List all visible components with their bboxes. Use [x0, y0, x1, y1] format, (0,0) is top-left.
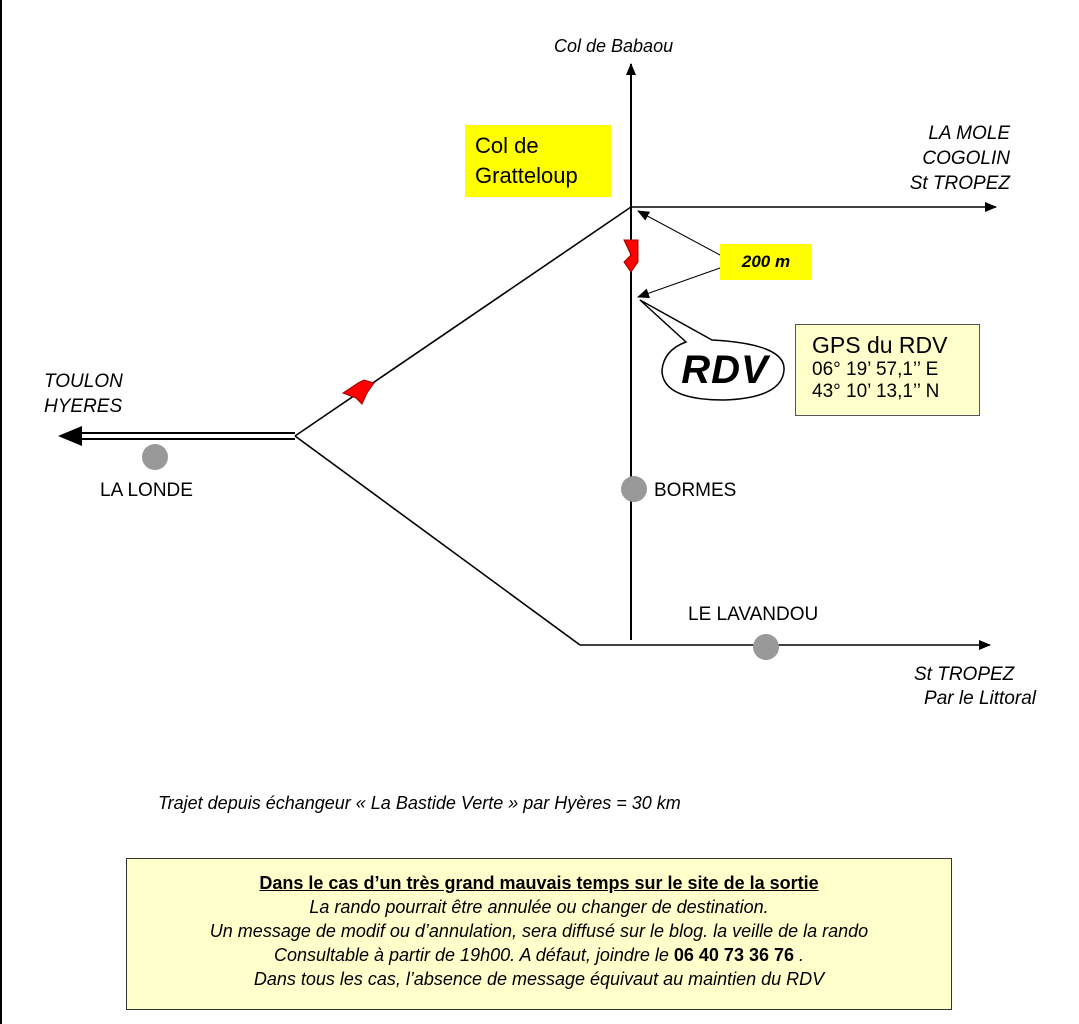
- frame-border: [0, 0, 2, 1024]
- label-col-de-babaou: Col de Babaou: [554, 36, 674, 56]
- direction-marker-diagonal: [341, 379, 375, 405]
- label-le-lavandou: LE LAVANDOU: [688, 604, 819, 625]
- notice-title: Dans le cas d’un très grand mauvais temp…: [259, 873, 819, 893]
- weather-notice: Dans le cas d’un très grand mauvais temp…: [126, 858, 952, 1010]
- label-la-mole: LA MOLE COGOLIN St TROPEZ: [880, 121, 1010, 196]
- label-toulon-hyeres: TOULON HYERES: [44, 369, 123, 419]
- gps-box: GPS du RDV 06° 19’ 57,1’’ E 43° 10’ 13,1…: [795, 324, 980, 416]
- gps-latitude: 43° 10’ 13,1’’ N: [812, 381, 940, 402]
- road-to-coast: [294, 435, 581, 646]
- town-dot-bormes: [621, 476, 647, 502]
- st-tropez-line2: Par le Littoral: [924, 688, 1036, 709]
- label-col-de-gratteloup: Col de Gratteloup: [465, 125, 611, 197]
- notice-line4: Dans tous les cas, l’absence de message …: [253, 969, 825, 989]
- notice-phone[interactable]: 06 40 73 36 76: [673, 945, 795, 965]
- col-gratteloup-line2: Gratteloup: [475, 163, 578, 188]
- road-to-col: [294, 206, 632, 437]
- rdv-label: RDV: [681, 348, 769, 392]
- notice-line1: La rando pourrait être annulée ou change…: [309, 897, 769, 917]
- label-la-londe: LA LONDE: [100, 480, 193, 501]
- notice-line3: Consultable à partir de 19h00. A défaut,…: [127, 943, 951, 967]
- town-dot-la-londe: [142, 444, 168, 470]
- direction-marker-vertical: [623, 239, 639, 273]
- notice-line2: Un message de modif ou d’annulation, ser…: [209, 921, 869, 941]
- la-mole-line1: LA MOLE: [928, 123, 1010, 144]
- trajet-note: Trajet depuis échangeur « La Bastide Ver…: [158, 793, 681, 813]
- town-dot-le-lavandou: [753, 634, 779, 660]
- notice-line3-prefix: Consultable à partir de 19h00. A défaut,…: [273, 945, 674, 965]
- gps-title: GPS du RDV: [812, 332, 948, 358]
- notice-line3-suffix: .: [794, 945, 805, 965]
- arrow-head-toulon: [58, 426, 82, 446]
- col-gratteloup-line1: Col de: [475, 133, 539, 158]
- toulon-line1: TOULON: [44, 371, 123, 392]
- rdv-bubble: [639, 299, 785, 401]
- la-mole-line3: St TROPEZ: [909, 173, 1010, 194]
- gps-longitude: 06° 19’ 57,1’’ E: [812, 359, 939, 380]
- distance-pointer-bottom: [637, 267, 721, 299]
- st-tropez-line1: St TROPEZ: [914, 664, 1015, 685]
- label-bormes: BORMES: [654, 480, 737, 501]
- distance-badge: 200 m: [720, 244, 812, 280]
- distance-pointer-top: [637, 210, 721, 256]
- la-mole-line2: COGOLIN: [922, 148, 1010, 169]
- label-st-tropez-littoral: St TROPEZ Par le Littoral: [870, 663, 1036, 711]
- toulon-line2: HYERES: [44, 396, 123, 417]
